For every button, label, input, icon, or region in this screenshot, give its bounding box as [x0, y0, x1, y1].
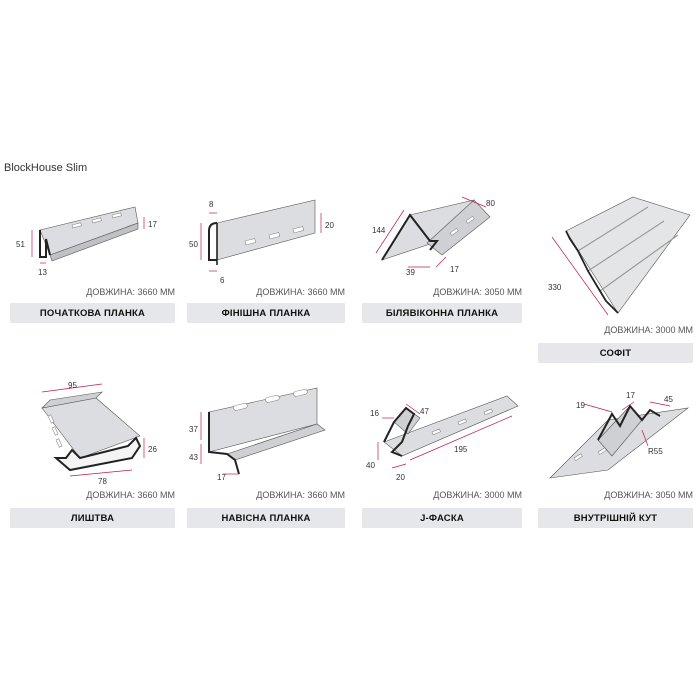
- dim-20: 20: [396, 473, 405, 482]
- label-bar: ЛИШТВА: [10, 508, 175, 528]
- dim-16: 16: [370, 409, 379, 418]
- inner-corner-drawing: 19 17 45 R55: [549, 391, 690, 479]
- length-text: ДОВЖИНА: 3050 ММ: [433, 287, 522, 297]
- finish-strip-drawing: 8 50 6 20: [189, 199, 334, 285]
- dim-20: 20: [325, 221, 334, 230]
- dim-80: 80: [486, 199, 495, 208]
- dim-17: 17: [148, 220, 157, 229]
- soffit-drawing: 330: [548, 196, 691, 316]
- product-finish-strip: 8 50 6 20 ДОВЖИНА: 3660 ММ ФІНІШНА ПЛАНК…: [187, 195, 345, 330]
- dim-78: 78: [98, 477, 107, 486]
- product-name: ЛИШТВА: [70, 512, 115, 524]
- dim-45: 45: [664, 395, 673, 404]
- label-bar: ВНУТРІШНІЙ КУТ: [538, 508, 693, 528]
- product-name: ФІНІШНА ПЛАНКА: [221, 307, 311, 319]
- dim-26: 26: [148, 445, 157, 454]
- dim-95: 95: [68, 381, 77, 390]
- dim-17: 17: [217, 473, 226, 482]
- product-window-strip: 144 80 39 17 ДОВЖИНА: 3050 ММ БІЛЯВІКОНН…: [362, 195, 522, 330]
- page-title: BlockHouse Slim: [4, 162, 88, 174]
- label-bar: ФІНІШНА ПЛАНКА: [187, 303, 345, 323]
- product-soffit: 330 ДОВЖИНА: 3000 ММ СОФІТ: [538, 195, 693, 365]
- j-bevel-drawing: 16 47 40 20 195: [366, 395, 519, 482]
- label-bar: ПОЧАТКОВА ПЛАНКА: [10, 303, 175, 323]
- dim-r55: R55: [648, 447, 663, 456]
- product-drip-edge: 37 43 17 ДОВЖИНА: 3660 ММ НАВІСНА ПЛАНКА: [187, 380, 345, 530]
- length-text: ДОВЖИНА: 3660 ММ: [86, 490, 175, 500]
- product-starter-strip: 51 13 17 ДОВЖИНА: 3660 ММ ПОЧАТКОВА ПЛАН…: [10, 195, 175, 330]
- product-name: СОФІТ: [599, 347, 632, 359]
- product-inner-corner: 19 17 45 R55 ДОВЖИНА: 3050 ММ ВНУТРІШНІЙ…: [538, 380, 693, 530]
- product-name: НАВІСНА ПЛАНКА: [221, 512, 311, 524]
- product-j-bevel: 16 47 40 20 195 ДОВЖИНА: 3000 ММ J-ФАСКА: [362, 380, 522, 530]
- length-text: ДОВЖИНА: 3050 ММ: [604, 490, 693, 500]
- dim-8: 8: [209, 200, 214, 209]
- window-strip-drawing: 144 80 39 17: [372, 196, 495, 277]
- product-name: ПОЧАТКОВА ПЛАНКА: [39, 307, 146, 319]
- architrave-drawing: 95 26 78: [41, 381, 157, 486]
- product-name: J-ФАСКА: [420, 512, 464, 524]
- dim-47: 47: [420, 407, 429, 416]
- length-text: ДОВЖИНА: 3000 ММ: [604, 325, 693, 335]
- dim-6: 6: [220, 276, 225, 285]
- dim-50: 50: [189, 240, 198, 249]
- length-text: ДОВЖИНА: 3660 ММ: [256, 490, 345, 500]
- length-text: ДОВЖИНА: 3660 ММ: [86, 287, 175, 297]
- label-bar: БІЛЯВІКОННА ПЛАНКА: [362, 303, 522, 323]
- dim-17: 17: [450, 265, 459, 274]
- dim-39: 39: [406, 268, 415, 277]
- dim-13: 13: [38, 268, 47, 277]
- product-name: БІЛЯВІКОННА ПЛАНКА: [385, 307, 499, 319]
- dim-19: 19: [576, 401, 585, 410]
- dim-37: 37: [189, 425, 198, 434]
- dim-330: 330: [548, 283, 562, 292]
- starter-strip-drawing: 51 13 17: [16, 206, 157, 277]
- product-architrave: 95 26 78 ДОВЖИНА: 3660 ММ ЛИШТВА: [10, 380, 175, 530]
- dim-51: 51: [16, 240, 25, 249]
- label-bar: J-ФАСКА: [362, 508, 522, 528]
- label-bar: НАВІСНА ПЛАНКА: [187, 508, 345, 528]
- dim-144: 144: [372, 226, 386, 235]
- dim-40: 40: [366, 461, 375, 470]
- label-bar: СОФІТ: [538, 343, 693, 363]
- length-text: ДОВЖИНА: 3000 ММ: [433, 490, 522, 500]
- dim-43: 43: [189, 453, 198, 462]
- product-name: ВНУТРІШНІЙ КУТ: [573, 512, 658, 524]
- dim-195: 195: [454, 445, 468, 454]
- length-text: ДОВЖИНА: 3660 ММ: [256, 287, 345, 297]
- dim-17: 17: [626, 391, 635, 400]
- drip-edge-drawing: 37 43 17: [189, 387, 326, 482]
